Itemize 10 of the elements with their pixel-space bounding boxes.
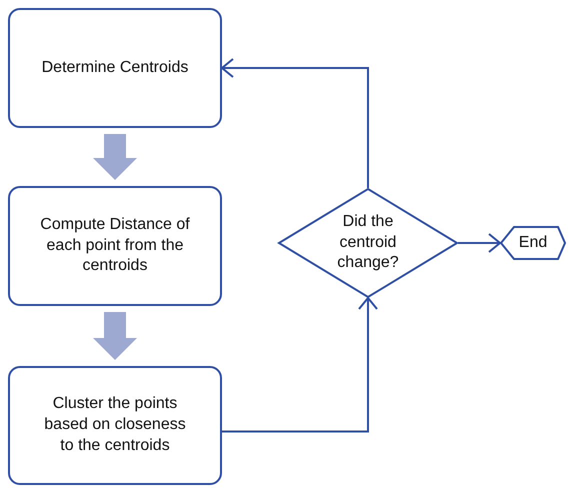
block-arrow <box>93 134 137 180</box>
terminator-shape: End <box>500 226 566 260</box>
block-arrow <box>93 312 137 360</box>
arrow <box>222 297 378 432</box>
arrow <box>221 58 369 188</box>
process-box: Determine Centroids <box>8 8 222 128</box>
process-box: Cluster the points based on closeness to the centroids <box>8 366 222 485</box>
decision-diamond: Did the centroid change? <box>278 188 458 298</box>
process-box: Compute Distance of each point from the centroids <box>8 186 222 306</box>
arrow <box>458 233 501 253</box>
